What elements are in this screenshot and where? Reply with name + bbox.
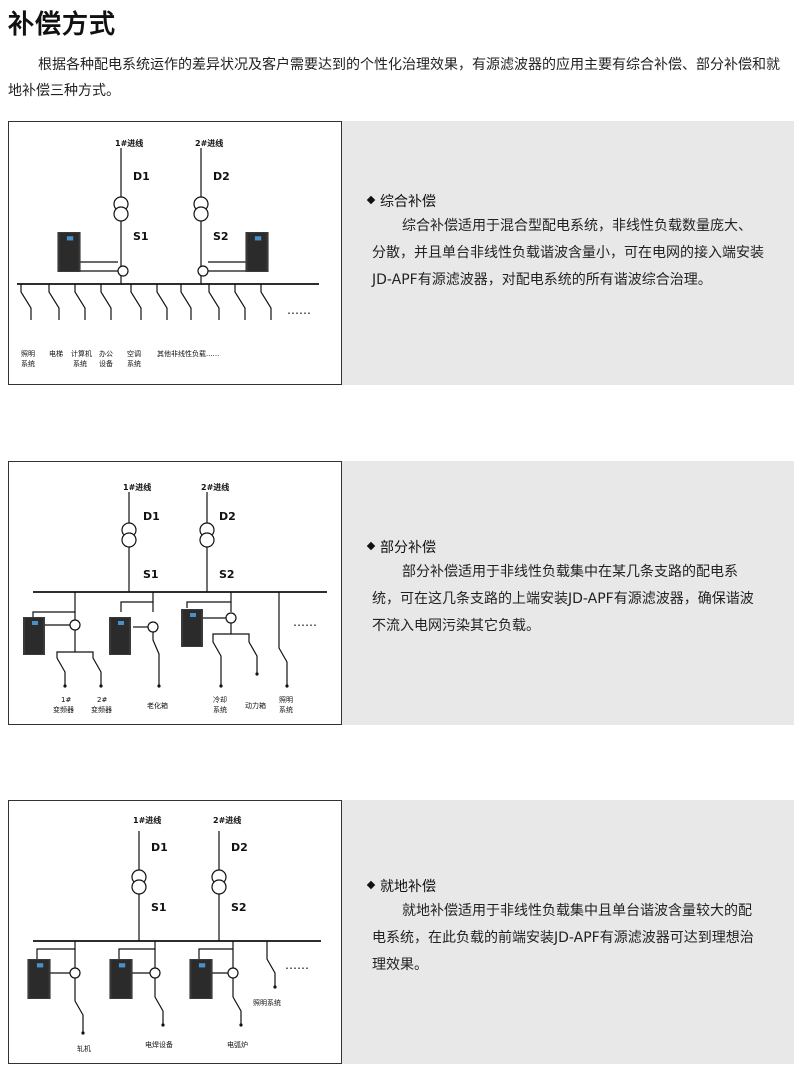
- more-branches-dots: ……: [287, 303, 311, 317]
- s2-label: S2: [219, 568, 235, 581]
- load-label: 轧机: [77, 1044, 91, 1053]
- section-heading: 部分补偿: [366, 537, 436, 557]
- apf-device-icon: [181, 609, 203, 647]
- intro-paragraph: 根据各种配电系统运作的差异状况及客户需要达到的个性化治理效果，有源滤波器的应用主…: [8, 57, 780, 99]
- load-label: 空调: [127, 349, 141, 358]
- load-label: 变频器: [53, 705, 74, 714]
- more-branches-dots: ……: [293, 615, 317, 629]
- s1-label: S1: [133, 230, 149, 243]
- diagram-partial: 1#进线 2#进线 D1 D2 S1 S2 …… 1# 变频器 2# 变频器 老…: [8, 461, 342, 725]
- load-label: 电焊设备: [145, 1040, 173, 1049]
- s2-label: S2: [231, 901, 247, 914]
- load-label: 照明: [279, 696, 293, 704]
- section-description: 就地补偿适用于非线性负载集中且单台谐波含量较大的配电系统，在此负载的前端安装JD…: [372, 903, 754, 973]
- load-label: 电弧炉: [227, 1040, 248, 1049]
- load-label: 照明系统: [253, 998, 281, 1007]
- load-label: 系统: [21, 359, 35, 368]
- apf-device-icon: [57, 232, 81, 272]
- load-label: 冷却: [213, 695, 227, 704]
- load-label: 电梯: [49, 349, 63, 358]
- incoming-line-1-label: 1#进线: [115, 138, 143, 148]
- diamond-bullet-icon: [366, 880, 376, 890]
- diamond-bullet-icon: [366, 195, 376, 205]
- incoming-line-1-label: 1#进线: [123, 482, 151, 492]
- section-heading: 综合补偿: [366, 191, 436, 211]
- s1-label: S1: [151, 901, 167, 914]
- load-label: 1#: [61, 696, 71, 704]
- load-label: 计算机: [71, 349, 92, 358]
- incoming-line-1-label: 1#进线: [133, 815, 161, 825]
- apf-device-icon: [23, 617, 45, 655]
- integrated-branches: [20, 284, 272, 320]
- load-label: 2#: [97, 696, 107, 704]
- integrated-diagram-svg: 1#进线 2#进线 D1 D2 S1 S2 …… 照明 系统 电梯 计算机 系统…: [17, 138, 319, 368]
- apf-device-icon: [109, 959, 133, 999]
- d1-label: D1: [133, 170, 150, 183]
- load-label: 照明: [21, 350, 35, 358]
- incoming-line-2-label: 2#进线: [201, 482, 229, 492]
- load-label: 系统: [127, 359, 141, 368]
- apf-device-icon: [109, 617, 131, 655]
- incoming-line-2-label: 2#进线: [213, 815, 241, 825]
- description-panel: 综合补偿 综合补偿适用于混合型配电系统，非线性负载数量庞大、分散，并且单台非线性…: [342, 121, 794, 385]
- load-label: 其他非线性负载......: [157, 349, 219, 358]
- diamond-bullet-icon: [366, 541, 376, 551]
- d1-label: D1: [151, 841, 168, 854]
- apf-device-icon: [189, 959, 213, 999]
- load-label: 动力箱: [245, 701, 266, 710]
- more-branches-dots: ……: [285, 958, 309, 972]
- section-description: 部分补偿适用于非线性负载集中在某几条支路的配电系统，可在这几条支路的上端安装JD…: [372, 564, 754, 634]
- section-local: 1#进线 2#进线 D1 D2 S1 S2 …… 轧机 电焊设备 电弧炉 照明系…: [8, 800, 794, 1064]
- diagram-integrated: 1#进线 2#进线 D1 D2 S1 S2 …… 照明 系统 电梯 计算机 系统…: [8, 121, 342, 385]
- description-panel: 部分补偿 部分补偿适用于非线性负载集中在某几条支路的配电系统，可在这几条支路的上…: [342, 461, 794, 725]
- apf-device-icon: [245, 232, 269, 272]
- diagram-local: 1#进线 2#进线 D1 D2 S1 S2 …… 轧机 电焊设备 电弧炉 照明系…: [8, 800, 342, 1064]
- partial-diagram-svg: 1#进线 2#进线 D1 D2 S1 S2 …… 1# 变频器 2# 变频器 老…: [23, 482, 327, 714]
- d1-label: D1: [143, 510, 160, 523]
- section-integrated: 1#进线 2#进线 D1 D2 S1 S2 …… 照明 系统 电梯 计算机 系统…: [8, 121, 794, 385]
- section-description: 综合补偿适用于混合型配电系统，非线性负载数量庞大、分散，并且单台非线性负载谐波含…: [372, 218, 764, 288]
- incoming-line-2-label: 2#进线: [195, 138, 223, 148]
- s1-label: S1: [143, 568, 159, 581]
- local-diagram-svg: 1#进线 2#进线 D1 D2 S1 S2 …… 轧机 电焊设备 电弧炉 照明系…: [27, 815, 321, 1053]
- load-label: 系统: [279, 705, 293, 714]
- d2-label: D2: [219, 510, 236, 523]
- load-label: 设备: [99, 359, 113, 368]
- description-panel: 就地补偿 就地补偿适用于非线性负载集中且单台谐波含量较大的配电系统，在此负载的前…: [342, 800, 794, 1064]
- section-heading: 就地补偿: [366, 876, 436, 896]
- apf-device-icon: [27, 959, 51, 999]
- load-label: 老化箱: [147, 701, 168, 710]
- load-label: 系统: [213, 705, 227, 714]
- page-title: 补偿方式: [8, 10, 117, 40]
- s2-label: S2: [213, 230, 229, 243]
- load-label: 变频器: [91, 705, 112, 714]
- d2-label: D2: [231, 841, 248, 854]
- section-partial: 1#进线 2#进线 D1 D2 S1 S2 …… 1# 变频器 2# 变频器 老…: [8, 461, 794, 725]
- load-label: 办公: [99, 349, 113, 358]
- load-label: 系统: [73, 359, 87, 368]
- d2-label: D2: [213, 170, 230, 183]
